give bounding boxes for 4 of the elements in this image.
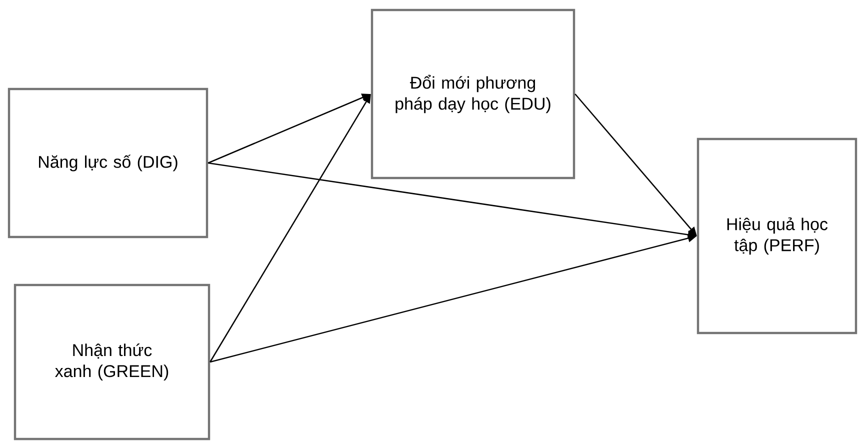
box: Năng lực số (DIG) (8, 88, 208, 238)
box: Nhận thức xanh (GREEN) (14, 284, 210, 440)
box: Hiệu quả học tập (PERF) (696, 138, 858, 334)
box: Đổi mới phương pháp dạy học (EDU) (370, 8, 576, 180)
